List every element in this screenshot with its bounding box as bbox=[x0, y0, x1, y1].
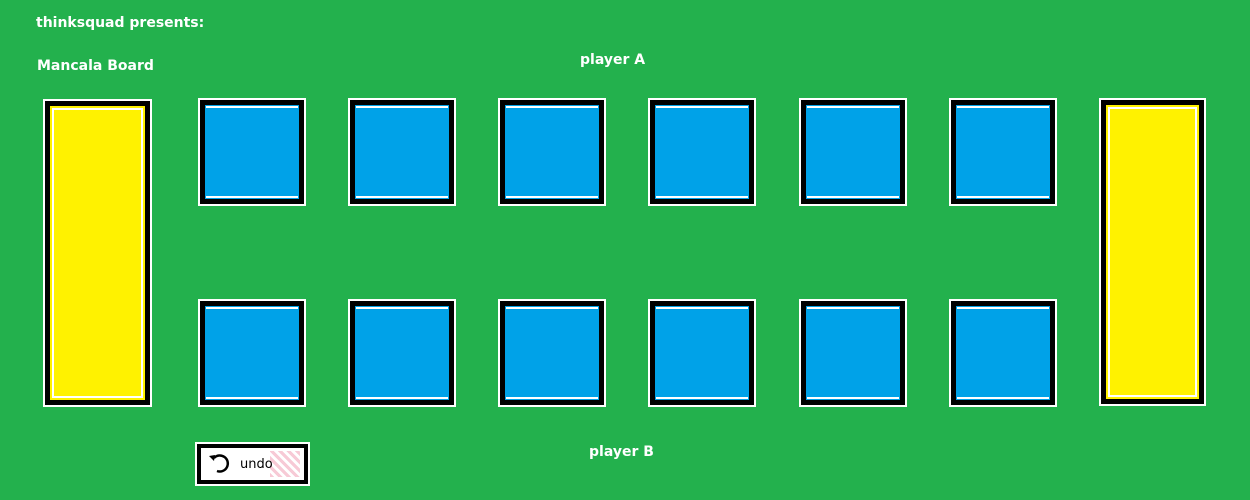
pit-a-1[interactable] bbox=[200, 100, 304, 204]
pit-a-6[interactable] bbox=[951, 100, 1055, 204]
undo-arrow-icon bbox=[206, 451, 236, 477]
player-b-label: player B bbox=[589, 444, 654, 460]
pit-b-2[interactable] bbox=[350, 301, 454, 405]
pit-b-1[interactable] bbox=[200, 301, 304, 405]
pit-a-4[interactable] bbox=[650, 100, 754, 204]
board-title: Mancala Board bbox=[37, 58, 154, 74]
undo-button[interactable]: undo bbox=[197, 444, 308, 484]
pit-b-5[interactable] bbox=[801, 301, 905, 405]
store-left[interactable] bbox=[45, 101, 150, 405]
button-texture bbox=[270, 451, 300, 477]
pit-b-4[interactable] bbox=[650, 301, 754, 405]
store-right[interactable] bbox=[1101, 100, 1204, 404]
player-a-label: player A bbox=[580, 52, 646, 68]
pit-b-3[interactable] bbox=[500, 301, 604, 405]
pit-b-6[interactable] bbox=[951, 301, 1055, 405]
pit-a-5[interactable] bbox=[801, 100, 905, 204]
undo-label: undo bbox=[240, 456, 273, 472]
presents-label: thinksquad presents: bbox=[36, 15, 205, 31]
pit-a-3[interactable] bbox=[500, 100, 604, 204]
pit-a-2[interactable] bbox=[350, 100, 454, 204]
